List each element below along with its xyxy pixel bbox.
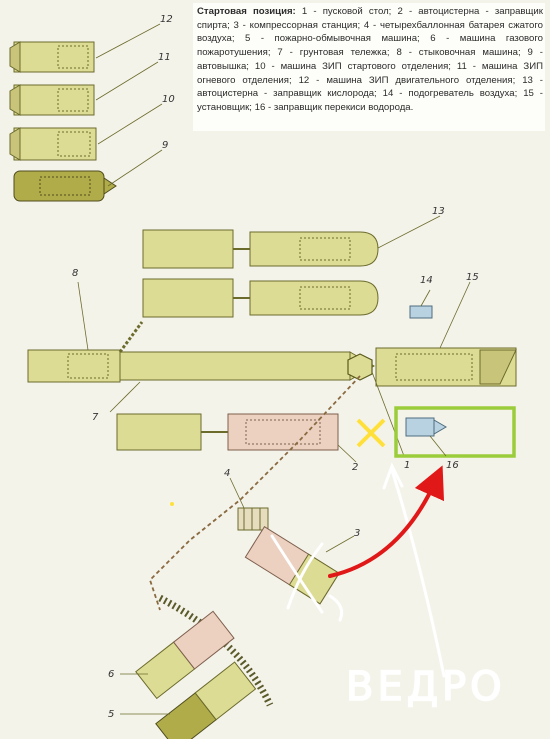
vehicle-8	[27, 349, 121, 383]
label-1: 1	[404, 460, 410, 471]
vehicle-14	[409, 305, 433, 319]
handwritten-white-cross	[270, 534, 344, 622]
handwritten-word: ВЕДРО	[346, 664, 506, 710]
vehicle-10	[9, 127, 97, 161]
label-8: 8	[72, 268, 78, 279]
vehicle-4	[237, 507, 269, 531]
vehicle-15	[375, 347, 517, 387]
ground-trolley-7	[118, 321, 375, 381]
vehicle-12	[9, 41, 95, 73]
launch-pad-1	[347, 353, 373, 381]
label-5: 5	[108, 709, 114, 720]
legend-caption: Стартовая позиция: 1 - пусковой стол; 2 …	[193, 3, 545, 131]
label-3: 3	[354, 528, 360, 539]
label-6: 6	[108, 669, 114, 680]
label-9: 9	[162, 140, 168, 151]
vehicle-11	[9, 84, 95, 116]
vehicle-13-upper	[142, 229, 379, 269]
legend-heading: Стартовая позиция:	[197, 6, 296, 17]
label-15: 15	[466, 272, 479, 283]
yellow-dot	[170, 502, 174, 506]
label-7: 7	[92, 412, 99, 423]
legend-body: 1 - пусковой стол; 2 - автоцистерна - за…	[197, 6, 543, 113]
vehicle-13-lower	[142, 278, 379, 318]
label-2: 2	[352, 462, 358, 473]
label-14: 14	[420, 275, 433, 286]
label-10: 10	[162, 94, 175, 105]
vehicle-2	[116, 413, 339, 451]
leader-lines-left	[95, 23, 163, 187]
curved-hose	[158, 594, 274, 707]
vehicle-9	[13, 170, 117, 202]
vehicle-5	[155, 661, 257, 739]
label-16: 16	[446, 460, 459, 471]
white-arrow-up	[390, 468, 446, 678]
vehicle-16	[405, 417, 447, 437]
label-11: 11	[158, 52, 171, 63]
yellow-cross-mark	[356, 418, 386, 448]
red-arrow	[328, 465, 445, 578]
label-13: 13	[432, 206, 445, 217]
label-4: 4	[224, 468, 230, 479]
label-12: 12	[160, 14, 173, 25]
highlight-box	[394, 406, 516, 458]
cable-line	[148, 375, 361, 611]
vehicle-6	[135, 610, 235, 700]
